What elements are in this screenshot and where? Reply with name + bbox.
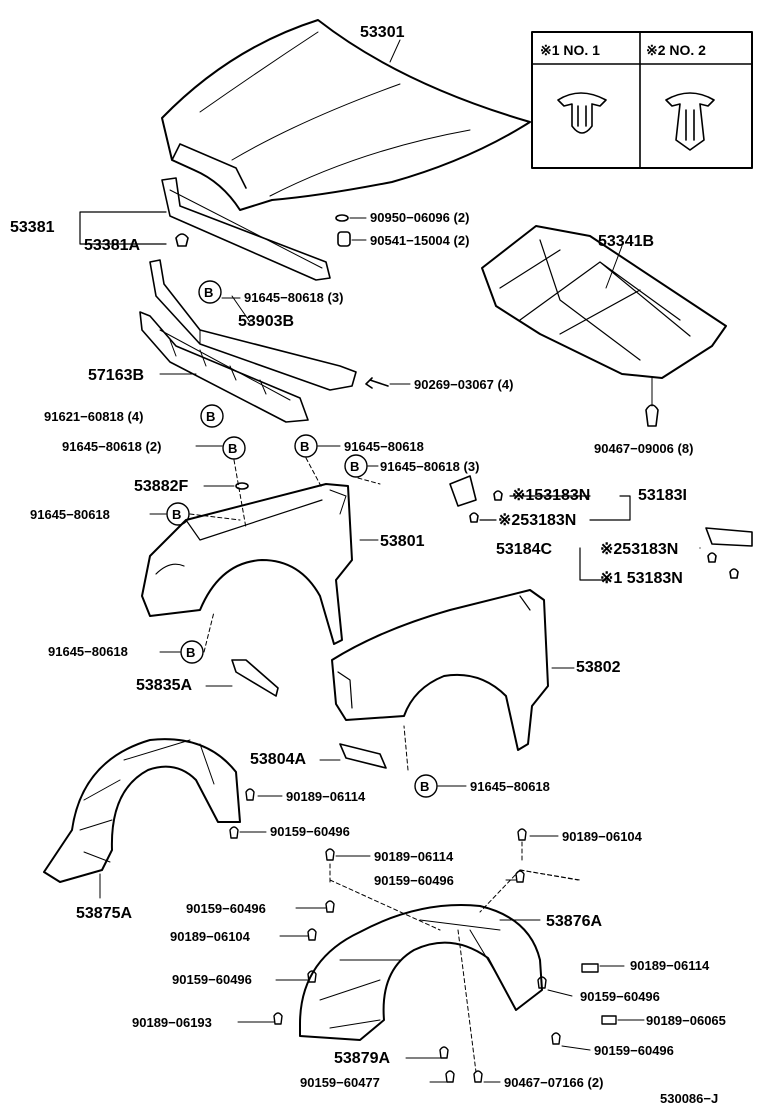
clip-53381a	[175, 233, 189, 247]
legend-no1-label: ※1 NO. 1	[540, 42, 600, 58]
part-label-53835a: 53835A	[136, 677, 193, 694]
hood-seal-53381	[79, 177, 331, 281]
part-label-91645-2: 91645−80618 (2)	[62, 439, 162, 454]
clip-b-label: B	[206, 409, 216, 424]
hood-53301	[161, 19, 531, 211]
part-label-s153183n: ※153183N	[512, 487, 591, 504]
part-label-91645-left: 91645−80618	[30, 507, 110, 522]
clip-b-label: B	[172, 507, 182, 522]
part-label-s1-53183n: ※1 53183N	[600, 570, 683, 587]
part-label-90189-06114b: 90189−06114	[374, 849, 454, 864]
part-label-53802: 53802	[576, 659, 621, 676]
hood-insulator-53341b	[481, 225, 727, 427]
cushion-90541	[337, 231, 351, 247]
clip-b-label: B	[204, 285, 214, 300]
part-label-53381: 53381	[10, 219, 55, 236]
diagram-reference-number: 530086−J	[660, 1091, 719, 1106]
fasteners	[229, 788, 617, 1083]
part-label-90467-8: 90467−09006 (8)	[594, 441, 694, 456]
part-label-53903b: 53903B	[238, 313, 295, 330]
part-label-90159-60496b: 90159−60496	[374, 873, 454, 888]
leader-dashed-lines	[189, 457, 581, 931]
part-label-90189-06193: 90189−06193	[132, 1015, 212, 1030]
part-label-90950: 90950−06096 (2)	[370, 210, 470, 225]
part-label-53804a: 53804A	[250, 751, 307, 768]
part-label-53801: 53801	[380, 533, 425, 550]
bracket-53804a	[339, 743, 387, 769]
part-label-53301: 53301	[360, 24, 405, 41]
part-label-90189-06114c: 90189−06114	[630, 958, 710, 973]
support-57163b	[139, 311, 309, 423]
fender-liner-rh-53876a	[299, 904, 543, 1073]
part-label-91645-3a: 91645−80618 (3)	[244, 290, 344, 305]
part-label-90159-60496f: 90159−60496	[594, 1043, 674, 1058]
part-label-90159-60496c: 90159−60496	[186, 901, 266, 916]
part-label-57163b: 57163B	[88, 367, 145, 384]
part-label-91645-mid: 91645−80618	[48, 644, 128, 659]
part-label-91645-3b: 91645−80618 (3)	[380, 459, 480, 474]
clip-b-label: B	[350, 459, 360, 474]
part-label-91621: 91621−60818 (4)	[44, 409, 144, 424]
part-label-90467-07166: 90467−07166 (2)	[504, 1075, 604, 1090]
fender-liner-lh-53875a	[43, 738, 241, 899]
part-label-53381a: 53381A	[84, 237, 141, 254]
clip-b-label: B	[186, 645, 196, 660]
part-label-91645-low: 91645−80618	[470, 779, 550, 794]
clip-b-label: B	[228, 441, 238, 456]
clip-b-label: B	[300, 439, 310, 454]
part-label-90159-60496a: 90159−60496	[270, 824, 350, 839]
part-label-90189-06065: 90189−06065	[646, 1013, 726, 1028]
part-label-53183i: 53183I	[638, 487, 687, 504]
part-label-91645-top: 91645−80618	[344, 439, 424, 454]
part-label-53875a: 53875A	[76, 905, 133, 922]
part-label-53879a: 53879A	[334, 1050, 391, 1067]
part-label-90189-06104a: 90189−06104	[562, 829, 642, 844]
leader-lines	[149, 297, 645, 1083]
bolt-90269	[365, 377, 389, 389]
part-label-53341b: 53341B	[598, 233, 655, 250]
part-label-90189-06114a: 90189−06114	[286, 789, 366, 804]
seal-90950	[335, 214, 349, 222]
legend-no2-label: ※2 NO. 2	[646, 42, 706, 58]
fender-rh-53802	[331, 589, 575, 751]
part-label-53882f: 53882F	[134, 478, 189, 495]
clip-b-markers	[166, 280, 438, 798]
part-label-s253183n-b: ※253183N	[600, 541, 679, 558]
part-label-53876a: 53876A	[546, 913, 603, 930]
support-53903b	[149, 259, 357, 391]
clip-b-label: B	[420, 779, 430, 794]
part-label-s253183n-a: ※253183N	[498, 512, 577, 529]
part-label-90189-06104b: 90189−06104	[170, 929, 250, 944]
part-label-90159-60477: 90159−60477	[300, 1075, 380, 1090]
fender-lh-53801	[141, 482, 379, 645]
part-label-90159-60496d: 90159−60496	[172, 972, 252, 987]
clip-legend-box	[531, 31, 753, 169]
part-label-90269: 90269−03067 (4)	[414, 377, 514, 392]
part-label-53184c: 53184C	[496, 541, 553, 558]
bracket-53835a	[231, 659, 279, 697]
part-label-90541: 90541−15004 (2)	[370, 233, 470, 248]
fender-side-parts	[449, 475, 753, 581]
part-label-90159-60496e: 90159−60496	[580, 989, 660, 1004]
